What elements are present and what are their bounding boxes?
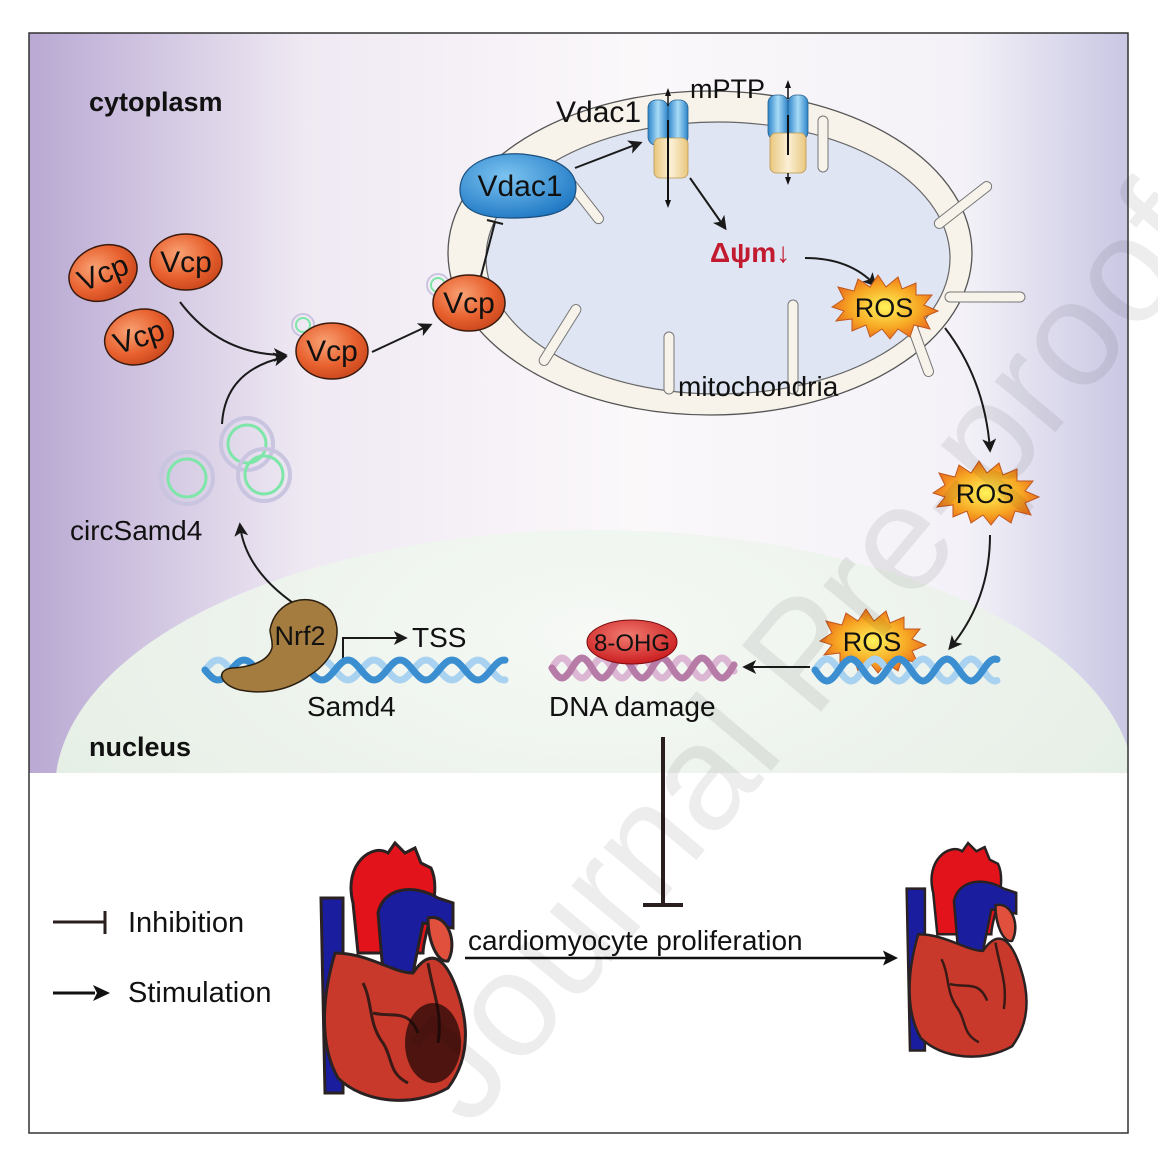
mptp-label: mPTP (690, 74, 765, 104)
left-atrium (426, 916, 454, 963)
legend-stimulation: Stimulation (53, 977, 271, 1009)
cytoplasm-label: cytoplasm (89, 87, 223, 117)
left-atrium (994, 903, 1017, 943)
vcp-protein: Vcp (68, 243, 138, 303)
nucleus-label: nucleus (89, 732, 191, 762)
legend-inhibition-label: Inhibition (128, 907, 244, 939)
dna-strand (811, 655, 1001, 685)
svg-text:Vdac1: Vdac1 (477, 170, 562, 203)
svg-text:Vcp: Vcp (306, 335, 358, 368)
heart-regenerated (905, 841, 1028, 1058)
svg-text:8-OHG: 8-OHG (594, 630, 670, 657)
nrf2-protein: Nrf2 (221, 599, 338, 693)
infarct-region (405, 1003, 461, 1083)
dna-strand (811, 655, 1001, 685)
arrow-circsamd4-to-vcp (221, 352, 288, 425)
heart-body (908, 933, 1028, 1058)
vcp-protein-mitochondrial: Vcp (432, 274, 506, 332)
coronary-vessel (940, 958, 980, 1044)
legend-stimulation-label: Stimulation (128, 977, 271, 1009)
coronary-vessel (994, 942, 1007, 1010)
dna-damage-label: DNA damage (549, 691, 716, 722)
circsamd4-label: circSamd4 (70, 515, 202, 546)
arrow-tss (342, 631, 408, 660)
svg-text:ROS: ROS (855, 293, 914, 323)
samd4-label: Samd4 (307, 691, 396, 722)
heart-damaged (319, 840, 467, 1102)
ros-burst-mitochondrial: ROS (830, 274, 940, 340)
legend-inhibition: Inhibition (53, 907, 244, 939)
coronary-vessel (949, 982, 989, 1002)
8-ohg-marker: 8-OHG (586, 619, 678, 665)
coronary-vessel (361, 982, 409, 1085)
inhibition-vcp-vdac1 (479, 219, 504, 281)
panel-frame (28, 32, 1129, 1134)
inhibition-dna-damage-proliferation (643, 737, 683, 907)
proliferation-label: cardiomyocyte proliferation (468, 925, 803, 956)
vcp-protein: Vcp (149, 233, 223, 291)
svg-text:ROS: ROS (843, 627, 902, 657)
svg-text:Nrf2: Nrf2 (274, 621, 325, 651)
vdac1-protein: Vdac1 (459, 153, 577, 219)
pulmonary-artery (952, 880, 1018, 953)
arrow-ros-to-nuclear-ros (948, 534, 991, 651)
mptp-channel (767, 80, 809, 185)
vcp-protein: Vcp (103, 308, 175, 366)
arrow-delta-psi-to-ros (804, 257, 877, 288)
tss-label: TSS (412, 622, 466, 653)
delta-psi-label: Δψm↓ (710, 237, 790, 268)
arrow-nrf2-to-circsamd4 (234, 522, 297, 606)
legend: Inhibition Stimulation (53, 907, 271, 1009)
arrow-ros-to-cytosol-ros (944, 327, 997, 453)
mitochondria-label: mitochondria (678, 371, 839, 402)
svg-text:Vcp: Vcp (443, 287, 495, 320)
circsamd4-rings (159, 273, 450, 506)
dna-strand (548, 654, 738, 682)
arrow-vcp-cluster-to-vcp (179, 301, 288, 362)
arrow-channel-to-delta-psi (689, 177, 727, 231)
svg-text:ROS: ROS (956, 479, 1015, 509)
arrow-vdac1-to-channel (574, 140, 643, 169)
arrow-vcp-to-mito-vcp (371, 323, 433, 353)
ros-burst-cytosolic: ROS (931, 460, 1041, 526)
vdac1-channel-label: Vdac1 (556, 96, 641, 129)
vcp-protein-bound: Vcp (295, 322, 369, 380)
vdac1-channel (647, 88, 689, 208)
dna-ros-target (811, 655, 1001, 685)
svg-text:Vcp: Vcp (160, 246, 212, 279)
pulmonary-artery (376, 888, 455, 975)
